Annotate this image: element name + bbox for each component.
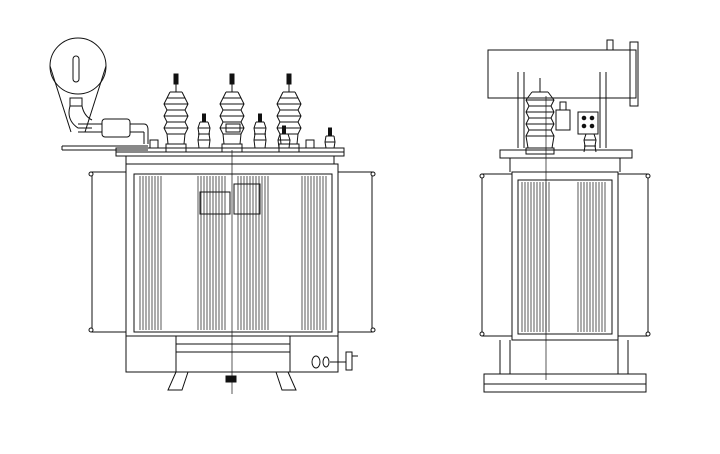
cover-fitting-2	[306, 140, 314, 148]
cooling-fins-front	[140, 176, 326, 330]
front-feet	[168, 372, 296, 390]
conservator-tank	[488, 40, 638, 148]
radiator-bank-left	[89, 172, 126, 332]
side-tank-body	[512, 172, 618, 340]
gas-relay-pipe	[62, 119, 148, 150]
lv-bushing-3	[278, 126, 290, 148]
conservator-round-end	[50, 38, 106, 132]
drain-valve	[312, 352, 358, 370]
side-base	[484, 340, 646, 392]
side-radiator-right	[618, 174, 650, 336]
side-radiator-left	[480, 174, 512, 336]
side-lv-bushing	[584, 134, 596, 152]
side-hv-bushing	[526, 78, 554, 154]
radiator-bank-right	[338, 172, 375, 332]
side-tank-cover	[500, 150, 632, 172]
hv-bushing-2	[220, 74, 244, 152]
lv-bushing-4	[325, 128, 335, 148]
cover-fitting-1	[150, 140, 158, 148]
tank-cover	[116, 148, 344, 164]
cover-fitting-3	[226, 124, 240, 132]
lv-bushing-1	[198, 114, 210, 148]
nameplate	[200, 184, 260, 214]
lv-bushing-2	[254, 114, 266, 148]
side-elevation-view	[480, 40, 650, 392]
side-terminal-box	[556, 102, 598, 134]
hv-bushing-1	[164, 74, 188, 152]
cooling-fins-side	[522, 182, 605, 332]
front-elevation-view	[50, 38, 375, 394]
